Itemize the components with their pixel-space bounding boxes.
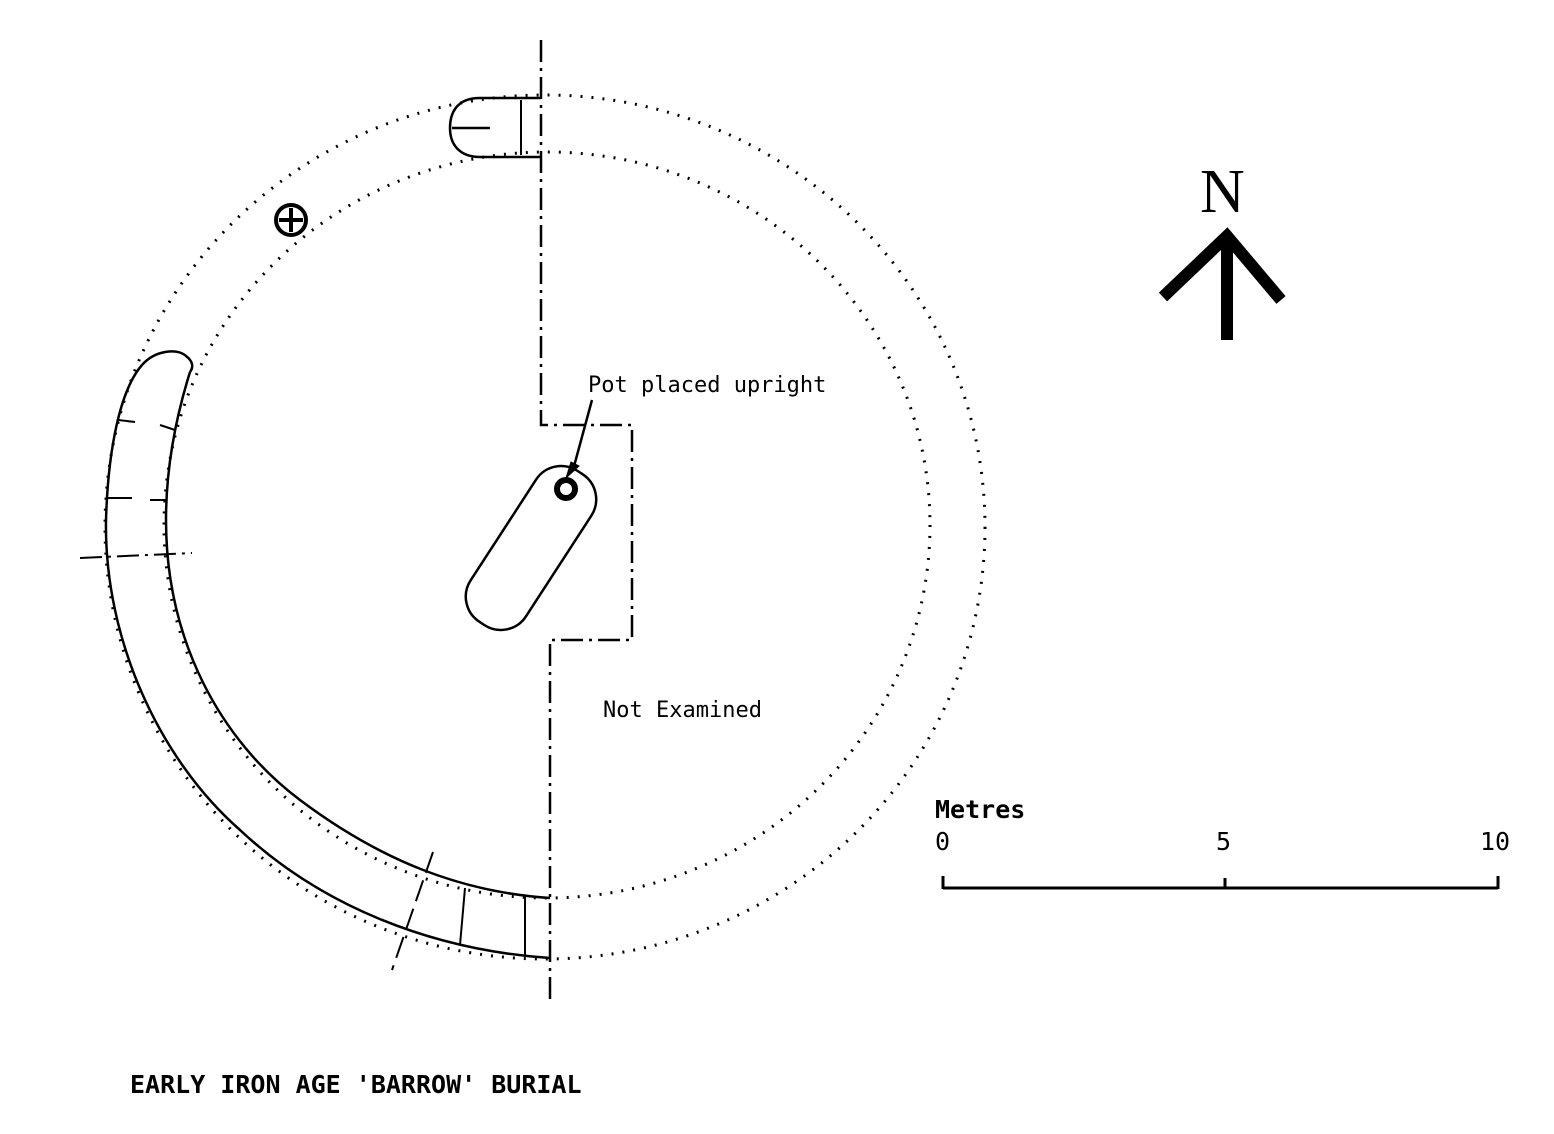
inner-ring-projection — [162, 150, 932, 900]
not-examined-label: Not Examined — [603, 698, 762, 723]
scale-unit-label: Metres — [935, 795, 1025, 824]
ditch-terminal — [141, 350, 194, 373]
pot-label: Pot placed upright — [588, 373, 826, 398]
north-ditch-segment — [448, 96, 541, 159]
scale-tick-5: 5 — [1216, 827, 1231, 856]
outer-ring-projection — [103, 93, 987, 961]
figure-title: EARLY IRON AGE 'BARROW' BURIAL — [130, 1070, 582, 1099]
pot-marker — [554, 477, 578, 501]
north-arrow-icon — [1158, 227, 1286, 340]
excavation-boundary — [539, 40, 634, 1005]
cross-circle-symbol — [274, 203, 308, 237]
pot-arrow — [571, 399, 594, 471]
north-label: N — [1200, 158, 1245, 226]
ditch-inner-edge — [164, 371, 551, 900]
scale-tick-0: 0 — [935, 827, 950, 856]
scale-tick-10: 10 — [1480, 827, 1510, 856]
scale-bar — [941, 876, 1500, 890]
ditch-outer-edge — [104, 364, 551, 960]
burial-pit — [464, 464, 598, 632]
